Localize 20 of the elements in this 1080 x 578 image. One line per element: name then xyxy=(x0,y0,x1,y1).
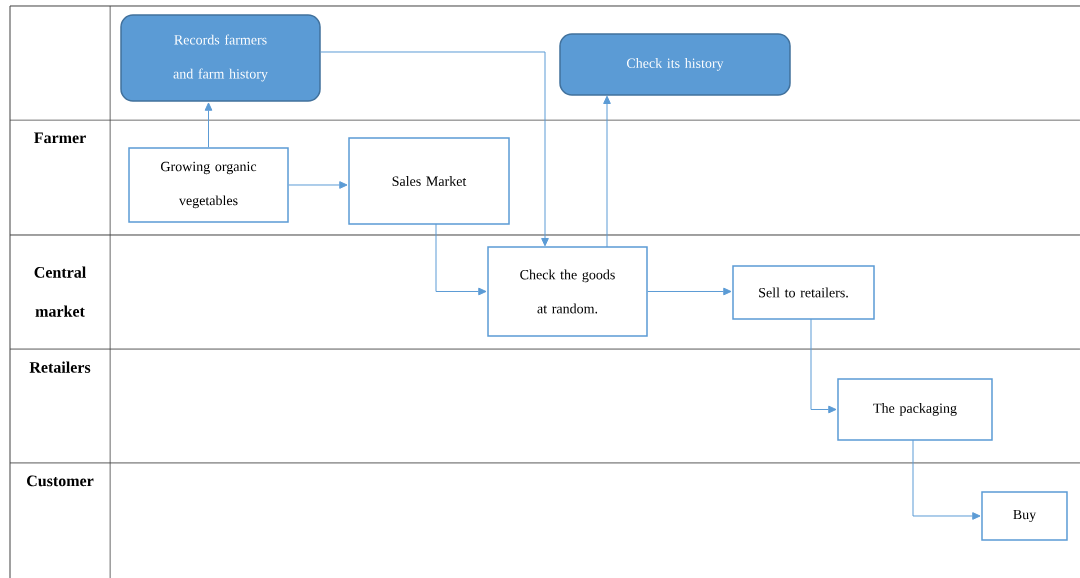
lane-label: Farmer xyxy=(34,132,86,144)
arrow xyxy=(810,318,837,414)
process-box: The packaging xyxy=(837,378,993,441)
arrow xyxy=(603,95,611,248)
arrow xyxy=(288,181,348,189)
process-box: Growing organic vegetables xyxy=(128,147,289,223)
lane-label: Retailers xyxy=(29,361,91,373)
arrow xyxy=(320,51,549,247)
process-box: Sell to retailers. xyxy=(732,265,875,320)
rounded-box: Check its history xyxy=(559,33,791,96)
arrow xyxy=(912,439,981,520)
process-box: Check the goods at random. xyxy=(487,246,648,337)
lane-label: Customer xyxy=(27,475,94,487)
arrow xyxy=(647,287,732,296)
process-box: Sales Market xyxy=(348,137,510,225)
process-box: Buy xyxy=(981,491,1068,541)
lane-label: Central market xyxy=(34,266,86,317)
arrow xyxy=(435,223,487,296)
arrow xyxy=(204,102,213,148)
rounded-box: Records farmers and farm history xyxy=(120,14,321,102)
